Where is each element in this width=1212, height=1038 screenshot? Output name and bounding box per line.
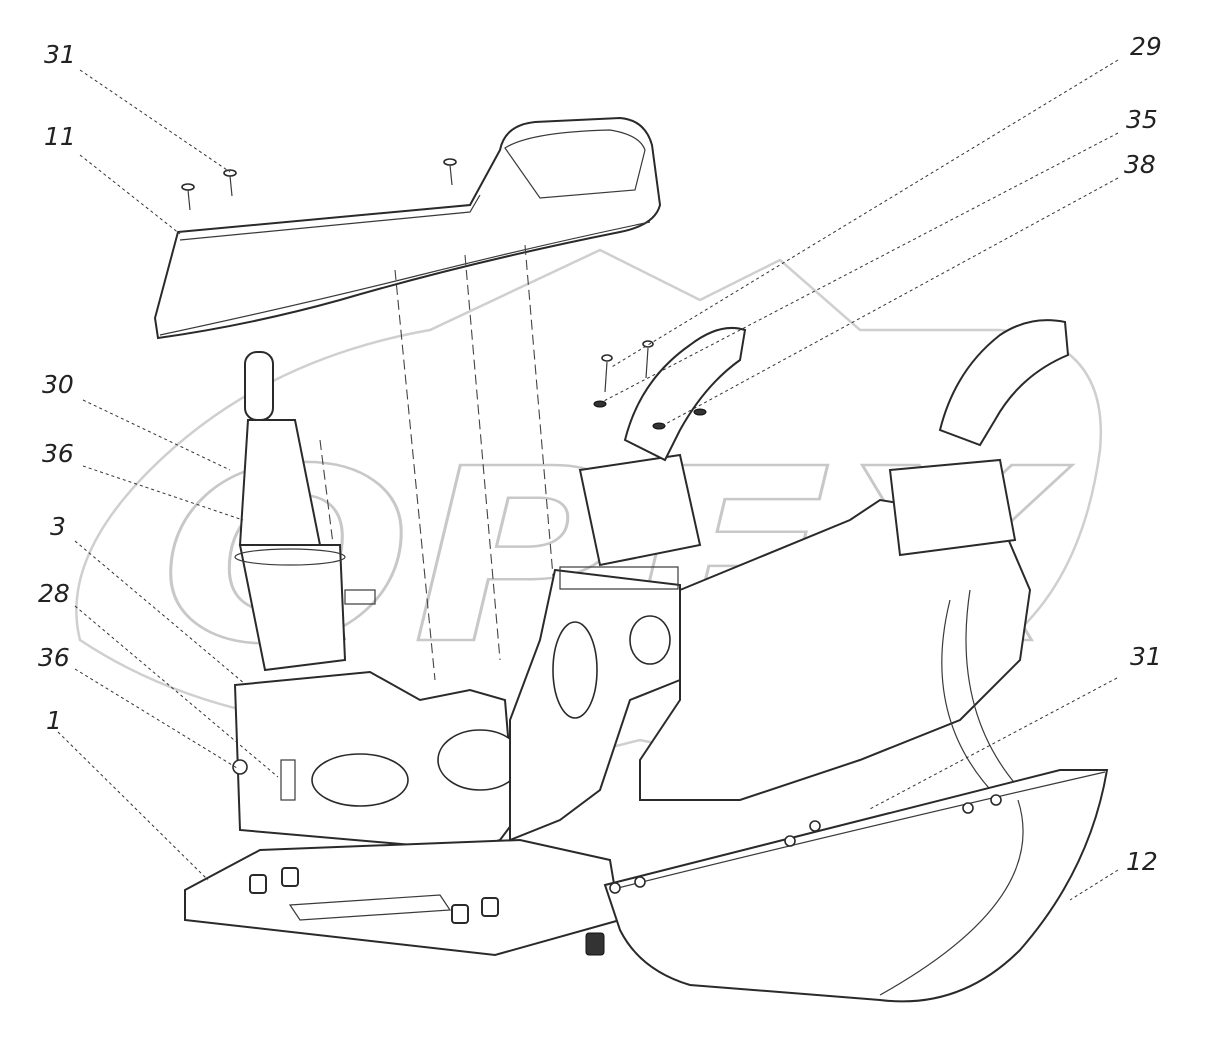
side-panel-clips bbox=[609, 794, 1002, 894]
center-column-hole bbox=[629, 615, 671, 665]
base-plate-slot bbox=[288, 894, 452, 921]
top-cover-edge bbox=[159, 221, 651, 336]
screw-top-1 bbox=[181, 183, 195, 211]
base-plate-bolt bbox=[585, 932, 605, 956]
callout-11: 11 bbox=[44, 122, 76, 151]
right-boot-2 bbox=[888, 458, 1017, 557]
callout-31-right: 31 bbox=[1130, 642, 1162, 671]
side-panel-arc bbox=[879, 799, 1024, 996]
top-cover-rim bbox=[504, 129, 646, 199]
part-top-cover bbox=[153, 116, 662, 340]
callout-36-upper: 36 bbox=[42, 439, 74, 468]
center-column-top bbox=[559, 566, 679, 590]
callout-3: 3 bbox=[50, 512, 66, 541]
side-panel-body bbox=[603, 769, 1109, 1003]
bracket-hole-1 bbox=[232, 759, 248, 775]
part-right-housing bbox=[578, 319, 1070, 801]
leader-lines bbox=[57, 59, 1119, 901]
callout-labels: 31 11 30 36 3 28 36 1 29 35 38 31 12 bbox=[38, 32, 1162, 876]
bracket-insert bbox=[280, 759, 296, 801]
callout-35: 35 bbox=[1126, 105, 1158, 134]
left-lever-shaft bbox=[238, 544, 347, 672]
fasteners-right bbox=[593, 340, 707, 430]
center-column-slot bbox=[552, 621, 598, 719]
part-main-bracket bbox=[232, 670, 523, 852]
left-lever-plate bbox=[234, 548, 346, 566]
screws-top bbox=[181, 158, 457, 211]
left-lever-knob bbox=[244, 351, 274, 421]
callout-29: 29 bbox=[1130, 32, 1162, 61]
right-housing-body bbox=[639, 498, 1032, 801]
screw-right-2 bbox=[642, 340, 666, 430]
callout-12: 12 bbox=[1126, 847, 1158, 876]
part-center-column bbox=[509, 566, 681, 842]
part-left-lever bbox=[234, 351, 376, 672]
callout-30: 30 bbox=[42, 370, 74, 399]
screw-right-1 bbox=[593, 354, 613, 408]
part-side-panel bbox=[603, 769, 1109, 1003]
washer-right-3 bbox=[693, 408, 707, 416]
callout-28: 28 bbox=[38, 579, 70, 608]
screw-top-3 bbox=[443, 158, 457, 186]
side-panel-edge bbox=[609, 771, 1106, 891]
right-housing-arc-2 bbox=[965, 589, 1031, 801]
callout-36-lower: 36 bbox=[38, 643, 70, 672]
base-plate-feet bbox=[249, 867, 499, 924]
part-base-plate bbox=[184, 838, 622, 957]
callout-1: 1 bbox=[46, 706, 62, 735]
bracket-slot-left bbox=[311, 753, 409, 807]
right-housing-arc-1 bbox=[941, 599, 1001, 801]
top-cover-body bbox=[153, 116, 662, 340]
left-lever-clip bbox=[344, 589, 376, 605]
top-cover-ridge bbox=[179, 194, 481, 241]
right-lever-2 bbox=[938, 319, 1070, 447]
callout-31-top: 31 bbox=[44, 40, 76, 69]
right-boot-1 bbox=[578, 453, 702, 567]
screw-top-2 bbox=[223, 169, 237, 197]
callout-38: 38 bbox=[1124, 150, 1156, 179]
